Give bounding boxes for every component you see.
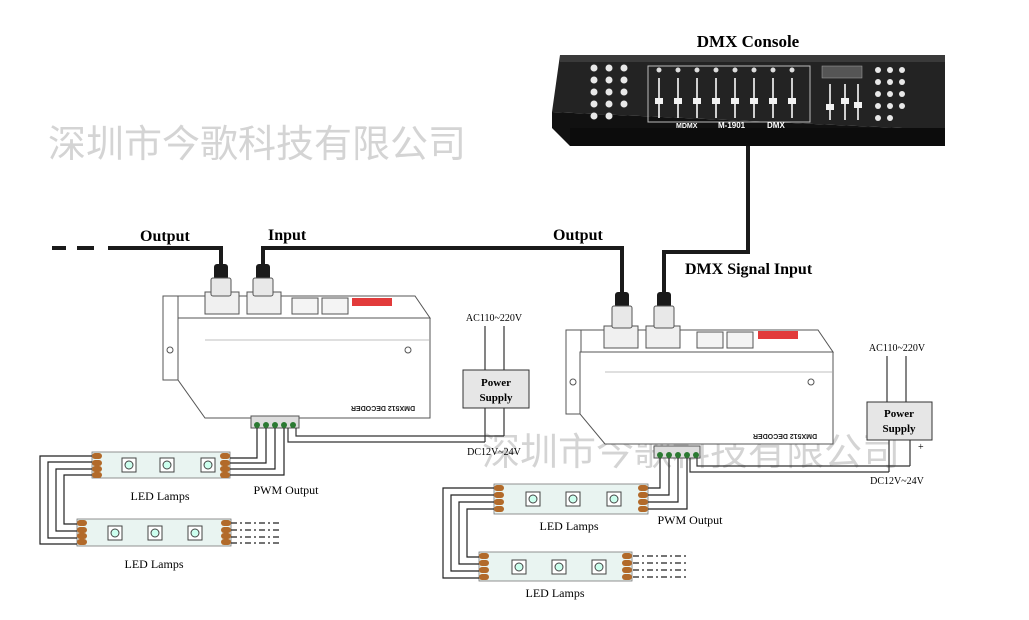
led-label-1: LED Lamps bbox=[131, 489, 190, 503]
pwm-label-2: PWM Output bbox=[657, 513, 723, 527]
led-strip-icon bbox=[493, 483, 649, 515]
decoder-box-icon: DMX512 DECODER bbox=[565, 292, 834, 459]
led-label-3: LED Lamps bbox=[540, 519, 599, 533]
ac-label-1: AC110~220V bbox=[466, 313, 523, 324]
psu2-line1: Power bbox=[884, 408, 914, 420]
dc-label-1: DC12V~24V bbox=[467, 447, 522, 458]
console-title: DMX Console bbox=[697, 32, 800, 51]
led-strip-icon bbox=[91, 451, 231, 479]
led-strip-icon bbox=[478, 551, 633, 582]
ac-label-2: AC110~220V bbox=[869, 343, 926, 354]
dmx-console-icon: DMX Console bbox=[552, 32, 945, 146]
console-suffix: DMX bbox=[767, 121, 785, 130]
dc-label-2: DC12V~24V bbox=[870, 476, 925, 487]
psu1-line1: Power bbox=[481, 377, 511, 389]
pwm-label-1: PWM Output bbox=[253, 483, 319, 497]
decoder-box-icon: DMX512 DECODER bbox=[162, 264, 431, 429]
label-input-left: Input bbox=[268, 227, 307, 244]
label-dmx-signal-input: DMX Signal Input bbox=[685, 261, 813, 278]
psu1-line2: Supply bbox=[479, 392, 513, 404]
decoder1-label: DMX512 DECODER bbox=[351, 404, 415, 411]
label-output-mid: Output bbox=[553, 227, 603, 244]
label-output-left: Output bbox=[140, 228, 190, 245]
psu2-line2: Supply bbox=[882, 423, 916, 435]
console-logo: MDMX bbox=[676, 123, 698, 130]
dmx-wires bbox=[52, 146, 750, 293]
power-supply-icon: AC110~220V Power Supply DC12V~24V bbox=[462, 313, 530, 458]
led-label-2: LED Lamps bbox=[125, 557, 184, 571]
psu2-plus: + bbox=[918, 442, 924, 453]
xlr-connector-icon bbox=[611, 292, 675, 329]
led-label-4: LED Lamps bbox=[526, 586, 585, 600]
decoder2-label: DMX512 DECODER bbox=[753, 432, 817, 439]
led-strip-icon bbox=[76, 518, 232, 547]
console-brand: M-1901 bbox=[718, 121, 746, 130]
xlr-connector-icon bbox=[210, 264, 274, 297]
power-supply-icon: AC110~220V Power Supply + DC12V~24V bbox=[866, 343, 933, 487]
watermark-top: 深圳市今歌科技有限公司 bbox=[48, 122, 466, 166]
